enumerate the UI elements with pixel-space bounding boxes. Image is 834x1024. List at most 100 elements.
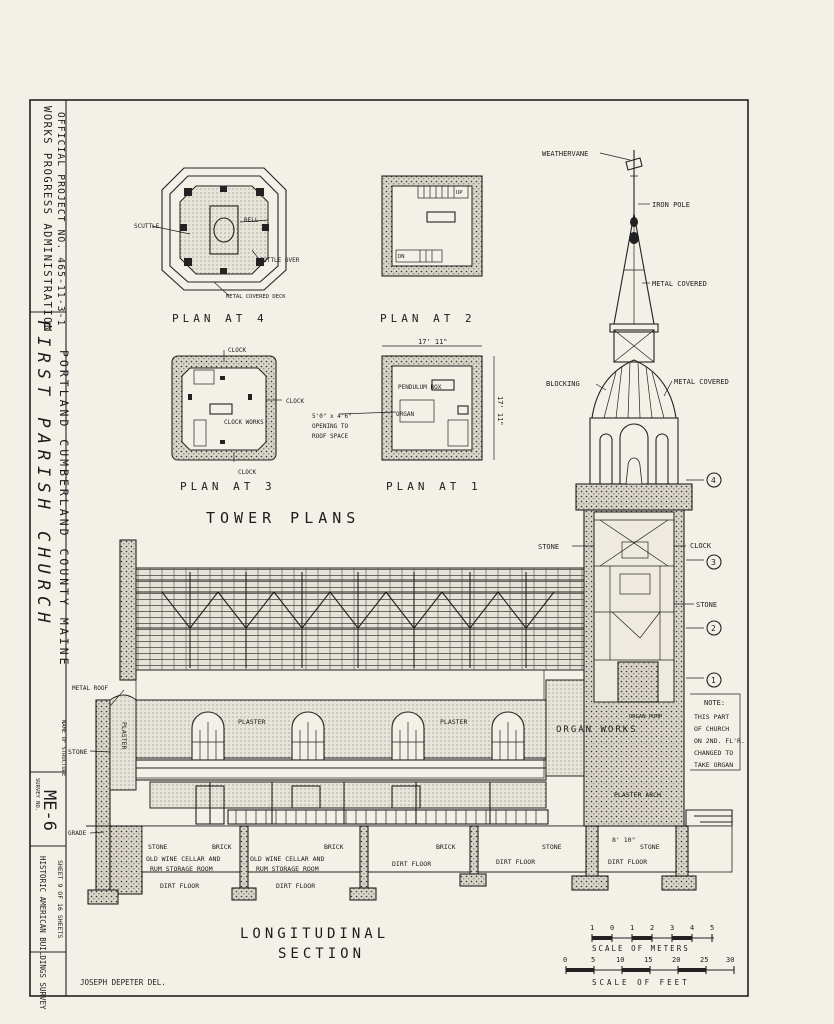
cellar-2-line-2: RUM STORAGE ROOM	[256, 865, 319, 873]
survey-no-label: SURVEY NO.	[34, 778, 40, 811]
survey-name: HISTORIC AMERICAN BUILDINGS SURVEY	[38, 856, 47, 1010]
label-organ: ORGAN	[396, 411, 414, 418]
plan-at-3	[171, 350, 282, 462]
survey-number: ME-6	[39, 790, 59, 831]
section-heading-1: LONGITUDINAL	[240, 926, 389, 942]
cellar-1-line-2: RUM STORAGE ROOM	[150, 865, 213, 873]
label-clock-works: CLOCK WORKS	[224, 419, 264, 426]
sheet-border	[29, 99, 749, 997]
note-line-6: TAKE ORGAN	[694, 761, 733, 769]
label-stone-right: STONE	[696, 601, 717, 609]
tower-plans-heading: TOWER PLANS	[206, 509, 360, 527]
plan-at-4	[151, 167, 287, 296]
label-grade: GRADE	[68, 830, 86, 837]
scale-of-feet	[565, 966, 735, 974]
note-line-4: ON 2ND. FL'R.	[694, 737, 745, 745]
label-metal-covered-spire: METAL COVERED	[652, 280, 707, 288]
title-block: WORKS PROGRESS ADMINISTRATION OFFICIAL P…	[30, 100, 71, 1010]
dirt-floor-1: DIRT FLOOR	[160, 882, 199, 890]
label-pendulum-box: PENDULUM BOX	[398, 384, 442, 391]
meters-tick-4: 4	[690, 924, 694, 932]
feet-label: SCALE OF FEET	[592, 978, 690, 987]
caption-plan-at-2: PLAN AT 2	[380, 312, 476, 325]
feet-tick-0: 0	[563, 956, 567, 964]
label-iron-pole: IRON POLE	[652, 201, 690, 209]
label-metal-roof: METAL ROOF	[72, 685, 109, 692]
opening-line-1: 5'0" x 4'6"	[312, 413, 352, 420]
label-clock-bottom: CLOCK	[238, 469, 256, 476]
feet-tick-25: 25	[700, 956, 708, 964]
feet-tick-5: 5	[591, 956, 595, 964]
label-organ-pump: ORGAN PUMP	[629, 714, 663, 720]
label-plaster-side: PLASTER	[120, 722, 128, 749]
dirt-floor-2: DIRT FLOOR	[276, 882, 315, 890]
agency-line-2: OFFICIAL PROJECT NO. 465-11-3-1	[55, 112, 66, 327]
label-plaster-2: PLASTER	[440, 718, 467, 726]
label-stone-foundation: STONE	[148, 843, 168, 851]
meters-label: SCALE OF METERS	[592, 944, 690, 953]
label-stone-5: STONE	[542, 843, 562, 851]
label-stone-6: STONE	[640, 843, 660, 851]
feet-tick-30: 30	[726, 956, 734, 964]
label-scuttle-over: SCUTTLE OVER	[256, 257, 300, 264]
note-line-3: OF CHURCH	[694, 725, 729, 733]
label-up: UP	[456, 190, 463, 196]
level-4: 4	[711, 476, 716, 485]
label-stone-tower: STONE	[538, 543, 559, 551]
label-stone-left: STONE	[68, 748, 88, 756]
label-blocking: BLOCKING	[546, 380, 580, 388]
longitudinal-section	[86, 150, 733, 905]
opening-line-2: OPENING TO	[312, 423, 349, 430]
meters-tick-0: 0	[610, 924, 614, 932]
caption-plan-at-3: PLAN AT 3	[180, 480, 276, 493]
meters-tick-3: 3	[670, 924, 674, 932]
label-clock-right: CLOCK	[286, 398, 304, 405]
structure-name: FIRST PARISH CHURCH	[33, 320, 53, 628]
plan-at-2	[381, 175, 483, 277]
meters-tick-2: 2	[650, 924, 654, 932]
meters-tick-1b: 1	[630, 924, 634, 932]
cellar-1-line-1: OLD WINE CELLAR AND	[146, 855, 220, 863]
label-plaster-arch: PLASTER ARCH	[614, 791, 661, 799]
structure-label: NAME OF STRUCTURE	[60, 720, 66, 776]
dimension-depth: 17' 11"	[496, 396, 504, 426]
label-brick-3: BRICK	[436, 843, 456, 851]
label-plaster-1: PLASTER	[238, 718, 265, 726]
level-2: 2	[711, 624, 716, 633]
opening-line-3: ROOF SPACE	[312, 433, 349, 440]
label-bell: BELL	[244, 217, 259, 224]
caption-plan-at-1: PLAN AT 1	[386, 480, 482, 493]
sheet-number: SHEET 9 OF 16 SHEETS	[56, 860, 64, 938]
cellar-2-line-1: OLD WINE CELLAR AND	[250, 855, 324, 863]
feet-tick-20: 20	[672, 956, 680, 964]
label-organ-works: ORGAN WORKS	[556, 725, 638, 735]
dirt-floor-3: DIRT FLOOR	[392, 860, 431, 868]
note-line-2: THIS PART	[694, 713, 729, 721]
caption-plan-at-4: PLAN AT 4	[172, 312, 268, 325]
dirt-floor-4: DIRT FLOOR	[496, 858, 535, 866]
label-clock: CLOCK	[690, 542, 712, 550]
label-weathervane: WEATHERVANE	[542, 150, 588, 158]
note-line-1: NOTE:	[704, 699, 725, 707]
delineator: JOSEPH DEPETER DEL.	[80, 978, 166, 987]
meters-tick-1: 1	[590, 924, 594, 932]
dimension-width: 17' 11"	[418, 338, 448, 346]
note-callout: NOTE: THIS PART OF CHURCH ON 2ND. FL'R. …	[690, 693, 745, 771]
label-brick-1: BRICK	[212, 843, 232, 851]
note-line-5: CHANGED TO	[694, 749, 733, 757]
meters-tick-5: 5	[710, 924, 714, 932]
label-metal-covered-dome: METAL COVERED	[674, 378, 729, 386]
structure-location: PORTLAND CUMBERLAND COUNTY MAINE	[57, 350, 71, 668]
label-brick-2: BRICK	[324, 843, 344, 851]
section-heading-2: SECTION	[278, 946, 365, 962]
label-dn: DN	[398, 254, 405, 260]
agency-line-1: WORKS PROGRESS ADMINISTRATION	[41, 106, 53, 333]
level-3: 3	[711, 558, 716, 567]
label-clock-top: CLOCK	[228, 347, 246, 354]
dirt-floor-5: DIRT FLOOR	[608, 858, 647, 866]
dimension-8-10: 8' 10"	[612, 836, 635, 844]
scale-of-meters	[591, 934, 714, 942]
plan-at-1	[339, 345, 495, 461]
label-metal-covered-deck: METAL COVERED DECK	[226, 294, 286, 300]
